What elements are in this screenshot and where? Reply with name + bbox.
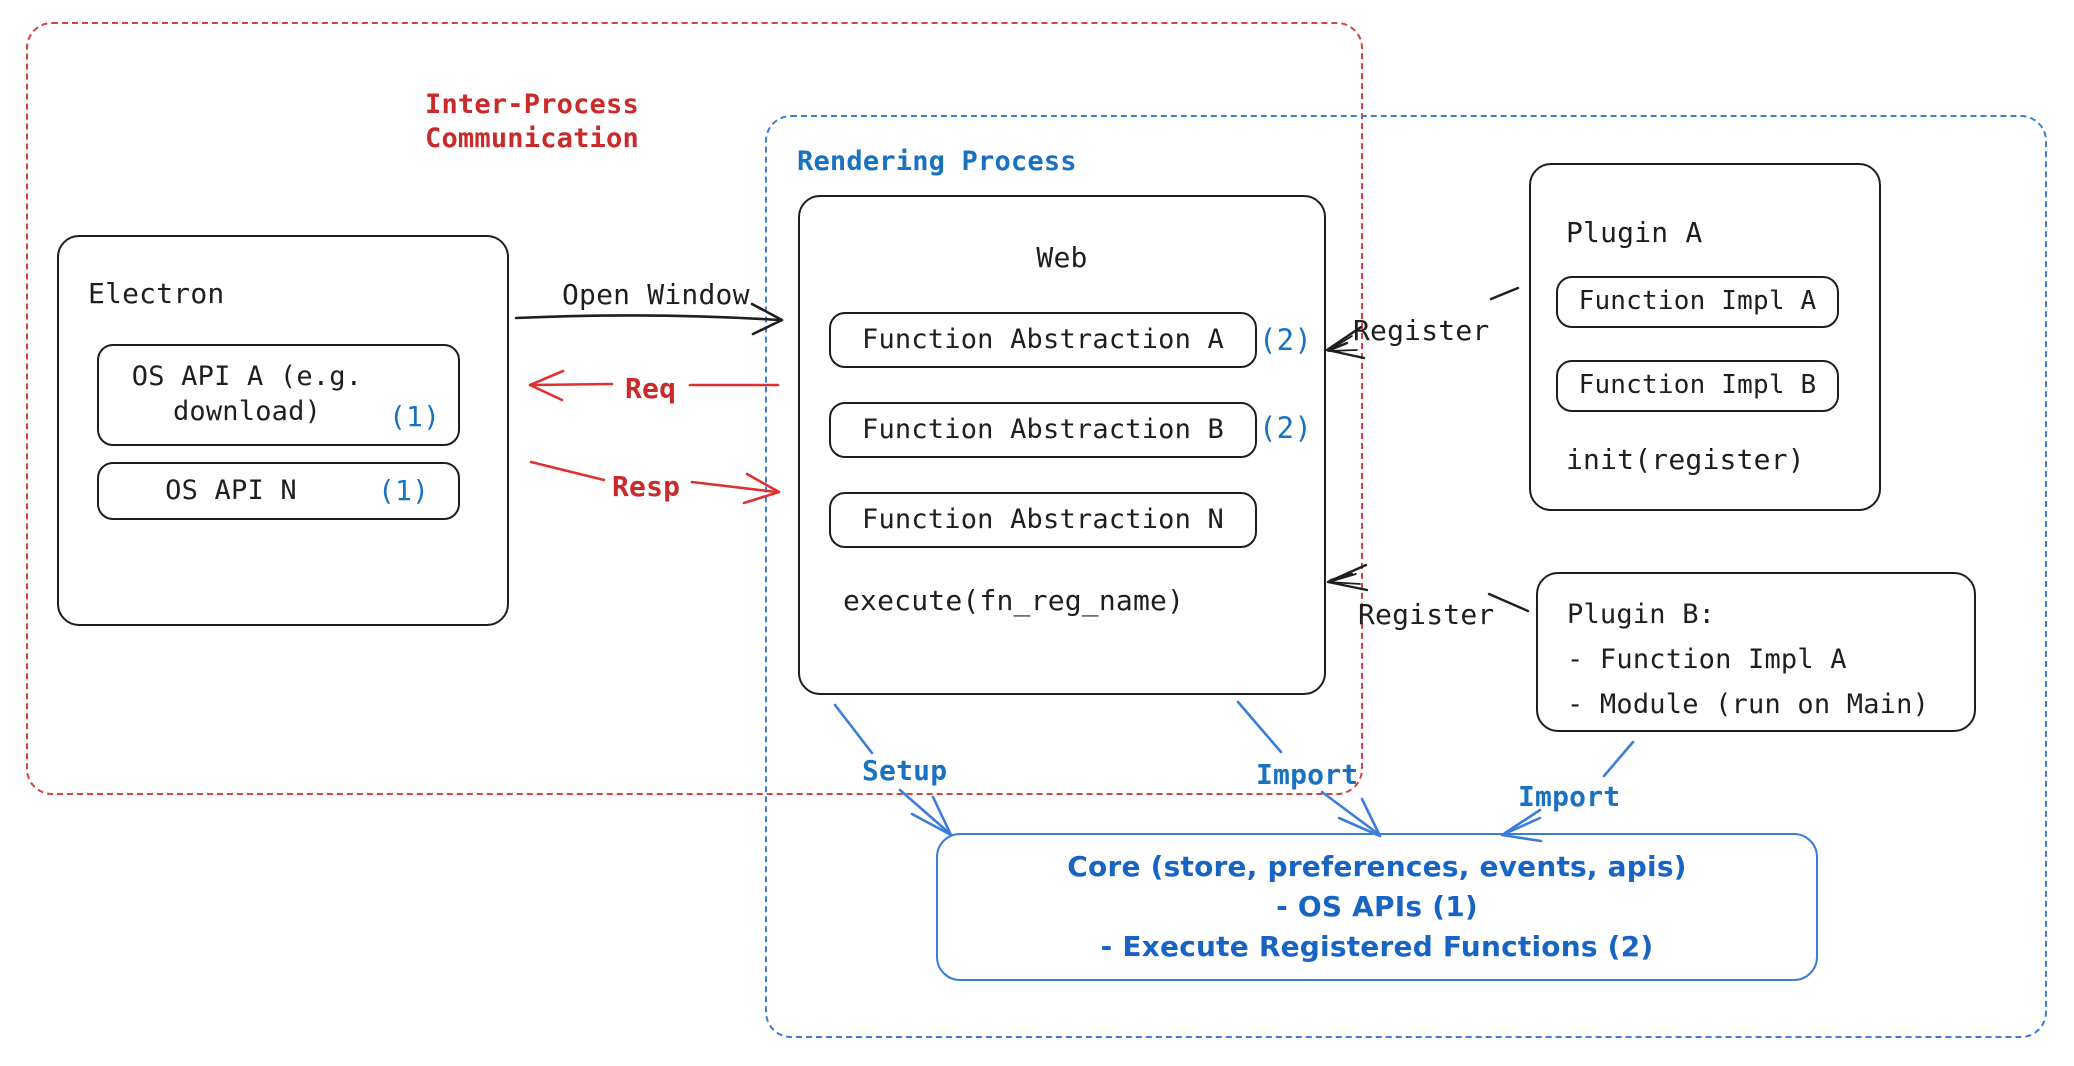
plugin-a-box[interactable] <box>1529 163 1881 511</box>
plugin-b-line-3: - Module (run on Main) <box>1567 689 1930 720</box>
region-rendering-process <box>765 115 2047 1038</box>
function-abstraction-a-text: Function Abstraction A <box>861 323 1225 355</box>
electron-title: Electron <box>88 277 225 310</box>
plugin-a-function-impl-a-box[interactable] <box>1556 276 1839 328</box>
edge-label-open-window: Open Window <box>562 278 750 311</box>
region-inter-process-communication <box>26 22 1363 795</box>
region-label-ipc-line1: Inter-Process <box>425 89 639 120</box>
os-api-n-marker: (1) <box>378 474 430 507</box>
os-api-n-text: OS API N <box>165 474 297 506</box>
plugin-a-function-impl-b-label: Function Impl B <box>1556 360 1839 412</box>
function-abstraction-a-box[interactable] <box>829 312 1257 368</box>
function-abstraction-b-marker: (2) <box>1259 411 1312 445</box>
function-abstraction-b-label: Function Abstraction B <box>829 402 1257 458</box>
region-label-ipc-line2: Communication <box>425 123 639 154</box>
core-box[interactable]: Core (store, preferences, events, apis) … <box>936 833 1818 981</box>
os-api-n-label: OS API N <box>97 462 365 520</box>
edge-label-req: Req <box>625 372 677 405</box>
web-title: Web <box>798 240 1326 276</box>
function-abstraction-n-text: Function Abstraction N <box>861 503 1225 535</box>
os-api-a-label: OS API A (e.g. download) <box>97 344 397 446</box>
os-api-a-marker: (1) <box>389 400 441 433</box>
function-abstraction-a-marker: (2) <box>1259 323 1312 357</box>
edge-label-setup: Setup <box>862 754 948 787</box>
os-api-n-box[interactable] <box>97 462 460 520</box>
plugin-a-init-footer: init(register) <box>1566 443 1805 476</box>
web-execute-footer: execute(fn_reg_name) <box>843 584 1185 617</box>
os-api-a-text: OS API A (e.g. download) <box>131 361 363 427</box>
function-abstraction-n-label: Function Abstraction N <box>829 492 1257 548</box>
core-line-2: - OS APIs (1) <box>1276 890 1478 924</box>
plugin-a-function-impl-a-label: Function Impl A <box>1556 276 1839 328</box>
core-line-3: - Execute Registered Functions (2) <box>1100 929 1654 963</box>
edge-label-import-plugin: Import <box>1518 780 1621 813</box>
plugin-b-line-1: Plugin B: <box>1567 599 1716 630</box>
plugin-a-impl-a-text: Function Impl A <box>1578 286 1817 317</box>
function-abstraction-n-box[interactable] <box>829 492 1257 548</box>
edge-label-register-plugin-a: Register <box>1353 314 1490 347</box>
plugin-a-title: Plugin A <box>1566 216 1703 249</box>
plugin-b-box[interactable] <box>1536 572 1976 732</box>
web-title-text: Web <box>1036 241 1088 275</box>
os-api-a-box[interactable] <box>97 344 460 446</box>
plugin-a-impl-b-text: Function Impl B <box>1578 370 1817 401</box>
edge-label-register-plugin-b: Register <box>1358 598 1495 631</box>
plugin-b-line-2: - Function Impl A <box>1567 644 1847 675</box>
edge-label-resp: Resp <box>612 470 681 503</box>
function-abstraction-b-box[interactable] <box>829 402 1257 458</box>
edge-label-import-web: Import <box>1256 758 1359 791</box>
function-abstraction-b-text: Function Abstraction B <box>861 413 1225 445</box>
plugin-a-function-impl-b-box[interactable] <box>1556 360 1839 412</box>
core-line-1: Core (store, preferences, events, apis) <box>1067 850 1687 884</box>
region-label-rendering-process: Rendering Process <box>797 146 1077 177</box>
function-abstraction-a-label: Function Abstraction A <box>829 312 1257 368</box>
